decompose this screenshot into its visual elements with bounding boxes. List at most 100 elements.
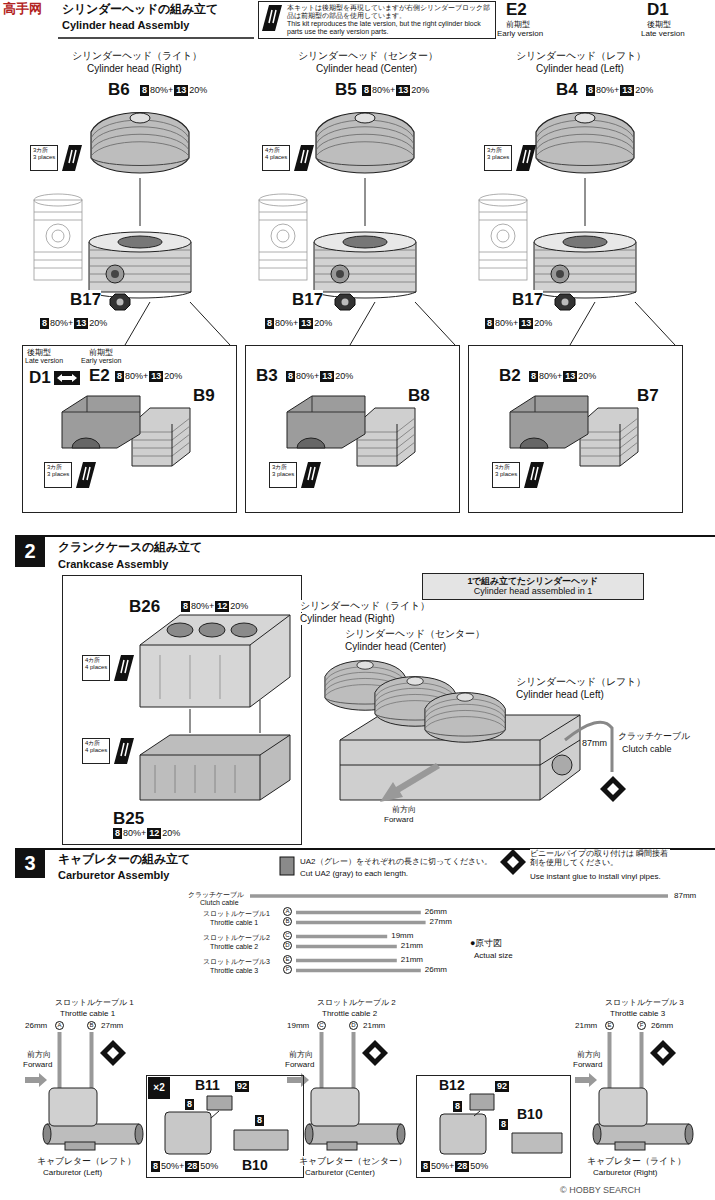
note-text: 後期型 xyxy=(647,20,671,29)
label-group: B5 xyxy=(335,80,357,100)
glue-box: 3カ所3 places xyxy=(492,462,520,488)
label-group: Cylinder head Assembly xyxy=(62,19,189,32)
note-text: 19mm xyxy=(287,1021,309,1030)
label-group: 26mm xyxy=(651,1021,673,1030)
part-name-en: Cylinder head (Center) xyxy=(345,641,446,653)
label-group: D1 xyxy=(29,368,51,388)
label-group: シリンダーヘッド（ライト） xyxy=(300,600,430,612)
label-group: E2 xyxy=(506,0,527,20)
note-text: 27mm xyxy=(101,1021,123,1030)
label-group: シリンダーヘッド（レフト） xyxy=(516,676,646,688)
label-group: Clutch cable xyxy=(622,744,672,754)
small-text: スロットルケーブル3 xyxy=(203,958,270,966)
glue-count: 4 places xyxy=(265,154,287,161)
part-number: B10 xyxy=(242,1157,268,1174)
label-group: スロットルケーブル2 xyxy=(203,934,270,942)
step-title-en: Carburetor Assembly xyxy=(58,869,169,882)
label-group: 19mm xyxy=(391,931,413,940)
part-number: B2 xyxy=(499,366,521,386)
label-group: E xyxy=(283,955,292,964)
part-name: シリンダーヘッド（ライト） xyxy=(72,50,202,62)
label-group: 880%+1320% xyxy=(115,371,182,382)
label-group: 後期型 xyxy=(647,20,671,29)
label-group: B17 xyxy=(292,290,323,310)
label-group: Throttle cable 1 xyxy=(210,919,258,927)
label-group: E xyxy=(605,1021,614,1030)
part-number: B5 xyxy=(335,80,357,100)
label-group: キャブレター（ライト） xyxy=(587,1156,686,1166)
color-code: 8 xyxy=(286,371,295,382)
color-code: 8 xyxy=(586,85,595,96)
label-group: 87mm xyxy=(674,891,696,900)
color-code: 8 xyxy=(421,1161,430,1172)
label-group: キャブレターの組み立て xyxy=(58,853,190,867)
part-number: B12 xyxy=(439,1077,465,1094)
color-code: 13 xyxy=(174,85,188,96)
label-group: Carburetor Assembly xyxy=(58,869,169,882)
label-group: 850%+2850% xyxy=(421,1161,488,1172)
reference-text: 1で組み立てたシリンダーヘッド xyxy=(427,576,639,586)
part-number: B17 xyxy=(292,290,323,310)
part-number: B8 xyxy=(408,386,430,406)
note-text: 前方向 xyxy=(392,805,416,814)
glue-count: 3 places xyxy=(487,154,509,161)
label-group: F xyxy=(637,1021,646,1030)
part-number: B26 xyxy=(129,597,160,617)
cable-letter: C xyxy=(317,1021,326,1030)
label-group: 26mm xyxy=(425,907,447,916)
glue-count: 4 places xyxy=(85,664,107,671)
part-name: シリンダーヘッド（センター） xyxy=(298,50,438,62)
glue-count: 4カ所 xyxy=(265,147,287,154)
color-code: 8 xyxy=(453,1101,462,1112)
label-group: Cylinder head (Right) xyxy=(300,613,395,625)
label-group: Cylinder head (Center) xyxy=(316,63,417,75)
cable-letter: C xyxy=(283,931,292,940)
note-text: 87mm xyxy=(582,738,607,748)
note-text: 27mm xyxy=(430,917,452,926)
small-text: Late version xyxy=(25,357,63,365)
color-code: 13 xyxy=(320,371,334,382)
color-code: 12 xyxy=(215,601,229,612)
part-number: B3 xyxy=(256,366,278,386)
label-group: Forward xyxy=(285,1060,314,1069)
label-group: C xyxy=(317,1021,326,1030)
note-text: ●原寸図 xyxy=(470,938,502,948)
note-text: 21mm xyxy=(363,1021,385,1030)
part-name-en: Cylinder head (Right) xyxy=(300,613,395,625)
label-group: Forward xyxy=(23,1060,52,1069)
note-text: 26mm xyxy=(651,1021,673,1030)
small-text: Throttle cable 1 xyxy=(210,919,258,927)
note-text: Clutch cable xyxy=(622,744,672,754)
label-group: ●原寸図 xyxy=(470,938,502,948)
note-text: 80%+ xyxy=(275,318,298,328)
note-text: 20% xyxy=(314,318,332,328)
note-text: 26mm xyxy=(425,965,447,974)
cable-letter: A xyxy=(55,1021,64,1030)
part-number: D1 xyxy=(29,368,51,388)
label-group: UA2（グレー）をそれぞれの長さに切ってください。 xyxy=(300,857,492,866)
cable-letter: E xyxy=(283,955,292,964)
cylinder-head-right xyxy=(34,113,230,346)
note-text: 前期型 xyxy=(89,348,113,357)
note-text: Forward xyxy=(573,1060,602,1069)
label-group: B12 xyxy=(439,1077,465,1094)
step-title: キャブレターの組み立て xyxy=(58,853,190,867)
note-text: 20% xyxy=(635,85,653,95)
label-group: B6 xyxy=(108,80,130,100)
label-group: キャブレター（レフト） xyxy=(37,1156,136,1166)
crankcase xyxy=(114,615,290,800)
note-text: 80%+ xyxy=(123,828,146,838)
label-group: Early version xyxy=(81,357,121,365)
note-text: スロットルケーブル 1 xyxy=(55,998,134,1007)
small-text: 本キットは後期型を再現していますが右側シリンダーブロック部品は前期型の部品を使用… xyxy=(287,4,491,20)
small-text: スロットルケーブル2 xyxy=(203,934,270,942)
label-group: スロットルケーブル1 xyxy=(203,910,270,918)
label-group: 8 xyxy=(255,1115,264,1126)
cylinder-head-left xyxy=(479,113,675,346)
label-group: キャブレター（センター） xyxy=(299,1156,407,1166)
label-group: 前期型 xyxy=(506,20,530,29)
note-text: 80%+ xyxy=(296,371,319,381)
note-text: キャブレター（センター） xyxy=(299,1156,407,1166)
label-group: クラッチケーブル xyxy=(188,891,244,899)
label-group: Throttle cable 3 xyxy=(610,1009,665,1018)
